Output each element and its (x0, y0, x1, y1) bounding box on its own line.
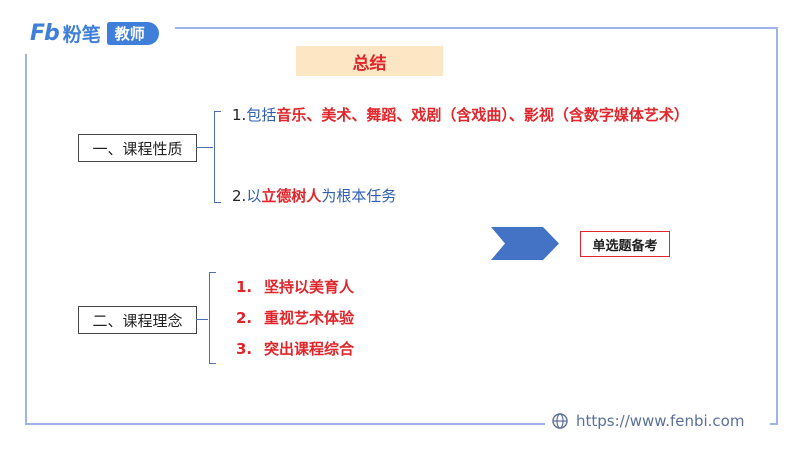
brace-1 (214, 111, 221, 203)
globe-icon (552, 413, 568, 429)
list-number: 3. (236, 340, 253, 358)
footer-url[interactable]: https://www.fenbi.com (552, 410, 744, 432)
item-1-prefix: 包括 (246, 106, 277, 124)
section-2-item: 2. 重视艺术体验 (236, 307, 354, 328)
brace-2 (209, 272, 216, 364)
frame-left-border (25, 54, 27, 424)
item-2-prefix: 以 (246, 187, 262, 205)
list-text: 坚持以美育人 (264, 278, 355, 296)
fenbi-logo: Fb 粉笔 教师 (30, 20, 159, 46)
exam-prep-tag: 单选题备考 (580, 231, 670, 257)
item-1-content: 音乐、美术、舞蹈、戏剧（含戏曲）、影视（含数字媒体艺术） (276, 106, 689, 124)
list-text: 突出课程综合 (264, 340, 355, 358)
list-number: 2. (236, 309, 253, 327)
slide-title: 总结 (296, 46, 443, 76)
section-2-item: 1. 坚持以美育人 (236, 276, 354, 297)
section-2-label: 二、课程理念 (78, 306, 197, 334)
logo-name: 粉笔 (62, 23, 101, 46)
item-2-number: 2. (232, 187, 247, 205)
item-2-highlight: 立德树人 (261, 187, 322, 205)
list-number: 1. (236, 278, 253, 296)
frame-top-border (175, 27, 777, 29)
section-1-item-1: 1.包括音乐、美术、舞蹈、戏剧（含戏曲）、影视（含数字媒体艺术） (232, 104, 689, 125)
logo-mark: Fb (30, 20, 60, 46)
item-2-suffix: 为根本任务 (321, 187, 397, 205)
connector-1 (196, 147, 213, 148)
list-text: 重视艺术体验 (264, 309, 355, 327)
section-1-label: 一、课程性质 (78, 134, 197, 162)
frame-bottom-border-end (770, 423, 778, 425)
arrow-right-icon (491, 227, 559, 260)
section-2-item: 3. 突出课程综合 (236, 338, 354, 359)
connector-2 (196, 319, 208, 320)
frame-bottom-border (25, 423, 545, 425)
logo-tag: 教师 (106, 21, 159, 45)
section-1-item-2: 2.以立德树人为根本任务 (232, 185, 396, 206)
item-1-number: 1. (232, 106, 247, 124)
frame-right-border (776, 27, 778, 424)
url-text[interactable]: https://www.fenbi.com (576, 412, 745, 430)
